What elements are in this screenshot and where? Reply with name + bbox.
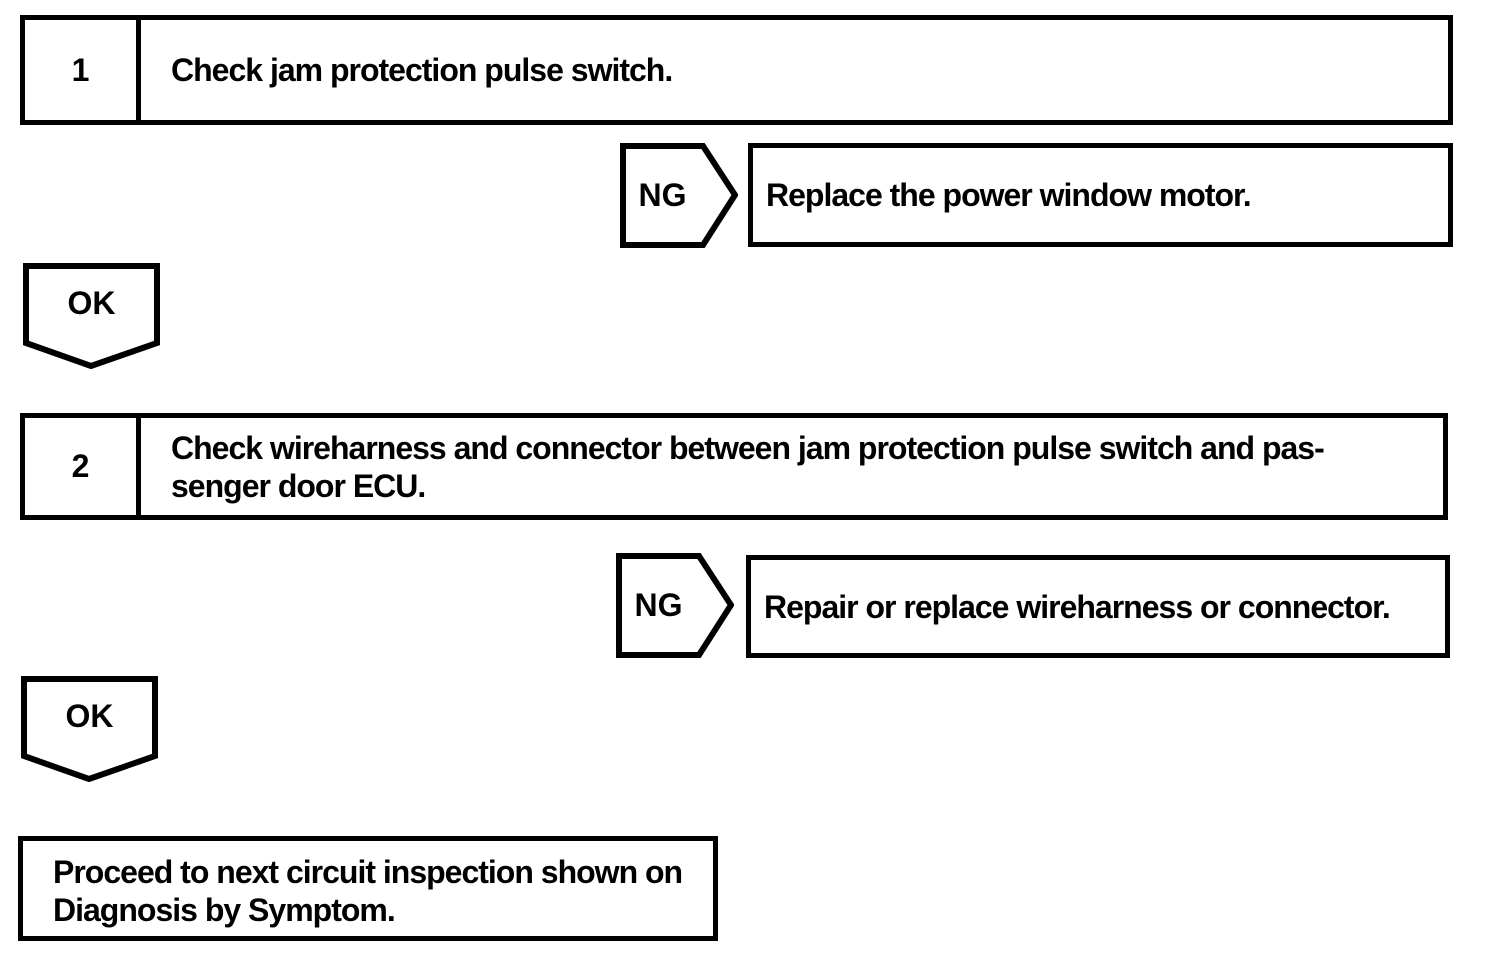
ok-branch-1: OK <box>23 263 160 369</box>
ok-arrow-icon <box>23 263 160 369</box>
step-2-number: 2 <box>71 448 90 484</box>
result-line-2: Diagnosis by Symptom. <box>53 892 396 928</box>
ng-action-text-1: Replace the power window motor. <box>766 177 1252 213</box>
ok-label-2: OK <box>65 697 114 734</box>
ok-label-1: OK <box>67 284 116 321</box>
ng-action-text-2: Repair or replace wireharness or connect… <box>764 588 1391 625</box>
step-2-title-line-1: Check wireharness and connector between … <box>171 429 1325 466</box>
ok-branch-2: OK <box>21 676 158 782</box>
step-2-box: 2 Check wireharness and connector betwee… <box>20 413 1448 520</box>
step-1-title: Check jam protection pulse switch. <box>171 52 673 88</box>
step-2-title-line-2: senger door ECU. <box>171 467 426 504</box>
step-2-title-area: Check wireharness and connector between … <box>141 418 1325 515</box>
step-2-number-cell: 2 <box>25 418 141 515</box>
step-1-title-area: Check jam protection pulse switch. <box>141 20 673 120</box>
step-1-box: 1 Check jam protection pulse switch. <box>20 15 1453 125</box>
ng-label-2: NG <box>634 587 683 623</box>
ng-label-1: NG <box>638 177 687 213</box>
step-1-number-cell: 1 <box>25 20 141 120</box>
ng-branch-2: NG <box>616 553 734 658</box>
ng-arrow-icon <box>620 143 738 248</box>
ok-arrow-icon <box>21 676 158 782</box>
result-line-1: Proceed to next circuit inspection shown… <box>53 854 683 890</box>
ng-branch-1: NG <box>620 143 738 248</box>
ng-action-box-2: Repair or replace wireharness or connect… <box>746 555 1450 658</box>
step-1-number: 1 <box>71 51 90 88</box>
ng-arrow-icon <box>616 553 734 658</box>
ng-action-box-1: Replace the power window motor. <box>748 143 1453 247</box>
result-box: Proceed to next circuit inspection shown… <box>18 836 718 941</box>
